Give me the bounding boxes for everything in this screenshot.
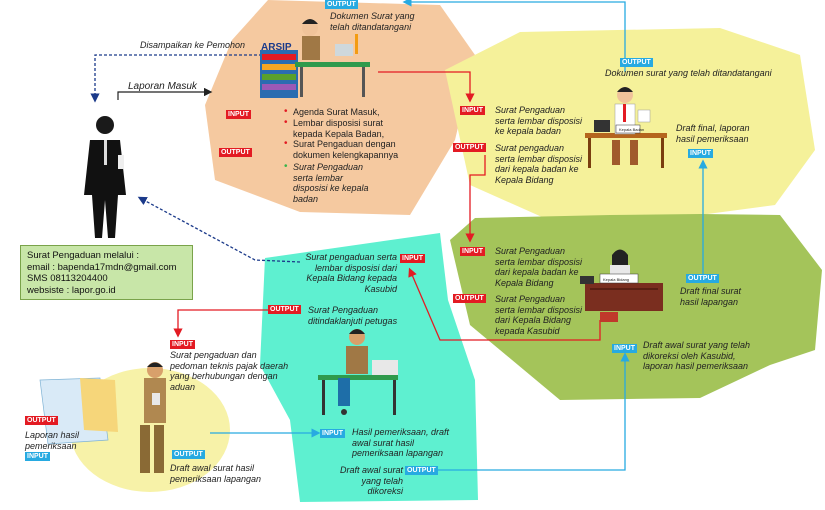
kb-output-badge: OUTPUT [453, 143, 486, 152]
arrow-arsip-to-pemohon [90, 54, 262, 103]
kb-input-right-badge: INPUT [688, 149, 713, 158]
kbid-output-badge: OUTPUT [453, 294, 486, 303]
arsip-bullet-3: • [284, 138, 288, 149]
arsip-input-badge: INPUT [226, 110, 251, 119]
kasubid-icon [318, 329, 398, 415]
arsip-bullet-4: • [284, 161, 288, 172]
kasubid-output-text: Surat Pengaduan ditindaklanjuti petugas [308, 305, 398, 326]
contact-sms: SMS 08113204400 [27, 273, 108, 284]
kbid-output-text: Surat Pengaduan serta lembar disposisi d… [495, 294, 583, 336]
kb-input-text: Surat Pengaduan serta lembar disposisi k… [495, 105, 583, 136]
arsip-worker-icon [260, 19, 370, 98]
kb-nameplate: Kepala Badan [619, 127, 645, 132]
petugas-output-right-text: Draft awal surat hasil pemeriksaan lapan… [170, 463, 262, 484]
kbid-input-bottom-text: Draft awal surat yang telah dikoreksi ol… [643, 340, 751, 371]
kbid-input-text: Surat Pengaduan serta lembar disposisi d… [495, 246, 583, 288]
kbid-input-bottom-badge: INPUT [612, 344, 637, 353]
arrow-kasubid-to-petugas [173, 309, 268, 338]
petugas-output-left-badge: OUTPUT [25, 416, 58, 425]
petugas-output-right-badge: OUTPUT [172, 450, 205, 459]
arrow-kasubid-to-kbid [435, 352, 630, 471]
kbid-output-right-text: Draft final surat hasil lapangan [680, 286, 742, 307]
arsip-output-item: Surat Pengaduan serta lembar disposisi k… [293, 162, 369, 204]
arsip-output-badge: OUTPUT [219, 148, 252, 157]
arrow-arsip-to-kb [378, 71, 475, 103]
kasubid-output-bottom-badge: OUTPUT [405, 466, 438, 475]
pemohon-figure-icon [84, 116, 126, 238]
arsip-bullet-2: • [284, 117, 288, 128]
kepala-badan-icon [585, 87, 667, 168]
arrow-kbid-to-kasubid [408, 267, 601, 341]
kb-input-right-text: Draft final, laporan hasil pemeriksaan [676, 123, 750, 144]
kb-top-output-text: Dokumen surat yang telah ditandatangani [605, 68, 772, 78]
kasubid-input-text: Surat pengaduan serta lembar disposisi d… [305, 252, 397, 294]
arrow-kb-to-kbid [465, 155, 486, 243]
kbid-output-right-badge: OUTPUT [686, 274, 719, 283]
arsip-bullet-1: • [284, 106, 288, 117]
arrow-kasubid-to-pemohon [137, 196, 301, 263]
kbid-nameplate: Kepala Bidang [603, 277, 630, 282]
kb-input-badge: INPUT [460, 106, 485, 115]
pemohon-laporan-masuk-label: Laporan Masuk [128, 81, 197, 92]
kasubid-input-bottom-badge: INPUT [320, 429, 345, 438]
arrow-kb-to-arsip [402, 0, 626, 72]
petugas-input-left-badge: INPUT [25, 452, 50, 461]
arsip-input-item-2: Lembar disposisi surat kepada Kepala Bad… [293, 118, 385, 139]
petugas-input-text: Surat pengaduan dan pedoman teknis pajak… [170, 350, 289, 392]
arsip-top-output-badge: OUTPUT [325, 0, 358, 9]
contact-website: websiste : lapor.go.id [27, 284, 116, 296]
kasubid-output-bottom-text: Draft awal surat yang telah dikoreksi [339, 465, 403, 496]
kepala-bidang-icon [580, 249, 663, 322]
petugas-output-left-text: Laporan hasil pemeriksaan [25, 430, 80, 451]
kasubid-input-bottom-text: Hasil pemeriksaan, draft awal surat hasi… [352, 427, 450, 458]
arsip-input-item-3: Surat Pengaduan dengan dokumen kelengkap… [293, 139, 399, 160]
arsip-top-output-text: Dokumen Surat yang telah ditandatangani [330, 11, 415, 32]
contact-email: email : bapenda17mdn@gmail.com [27, 261, 177, 273]
pemohon-disampaikan-label: Disampaikan ke Pemohon [140, 40, 246, 50]
arrow-laporan-masuk [117, 87, 213, 100]
kasubid-input-badge: INPUT [400, 254, 425, 263]
petugas-input-badge: INPUT [170, 340, 195, 349]
kb-top-output-badge: OUTPUT [620, 58, 653, 67]
arsip-input-item-1: Agenda Surat Masuk, [293, 107, 380, 117]
kbid-input-badge: INPUT [460, 247, 485, 256]
arsip-sign: ARSIP [261, 42, 292, 53]
contact-title: Surat Pengaduan melalui : [27, 250, 139, 261]
kasubid-output-badge: OUTPUT [268, 305, 301, 314]
contact-box: Surat Pengaduan melalui : email : bapend… [20, 245, 193, 300]
kb-output-text: Surat pengaduan serta lembar disposisi d… [495, 143, 583, 185]
